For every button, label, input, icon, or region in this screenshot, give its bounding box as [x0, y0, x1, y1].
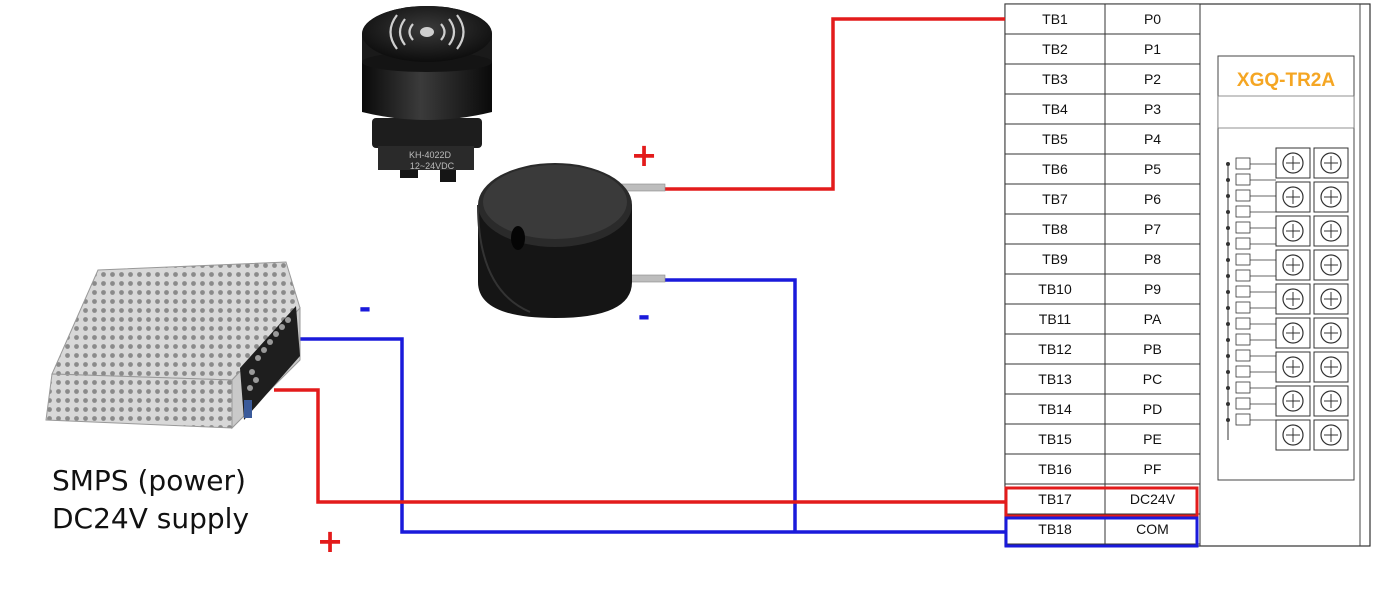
terminal-pin: P7 — [1144, 221, 1161, 237]
terminal-pin: P9 — [1144, 281, 1161, 297]
terminal-id: TB17 — [1038, 491, 1072, 507]
screw-icon — [1282, 152, 1304, 174]
terminal-row: TB9 P8 — [1004, 243, 1201, 275]
tb17-highlight-box — [1004, 486, 1199, 518]
terminal-pin: P3 — [1144, 101, 1161, 117]
terminal-id: TB7 — [1042, 191, 1068, 207]
terminal-row: TB1 P0 — [1004, 3, 1201, 35]
terminal-pin: P4 — [1144, 131, 1161, 147]
terminal-id: TB13 — [1038, 371, 1072, 387]
smps-power-supply — [45, 261, 301, 430]
screw-icon — [1320, 220, 1342, 242]
screw-icon — [1320, 322, 1342, 344]
piezo-buzzer — [477, 163, 666, 318]
buzzer-positive-sign: + — [631, 136, 658, 174]
terminal-row: TB12 PB — [1004, 333, 1201, 365]
terminal-pin: DC24V — [1130, 491, 1176, 507]
module-name: XGQ-TR2A — [1237, 70, 1335, 91]
terminal-id: TB5 — [1042, 131, 1068, 147]
wire-buzzer-positive — [663, 17, 1005, 191]
terminal-id: TB2 — [1042, 41, 1068, 57]
screw-icon — [1320, 186, 1342, 208]
screw-icon — [1320, 390, 1342, 412]
screw-icon — [1282, 424, 1304, 446]
terminal-row: TB13 PC — [1004, 363, 1201, 395]
terminal-pin: PF — [1144, 461, 1162, 477]
terminal-id: TB11 — [1039, 311, 1072, 327]
terminal-row: TB16 PF — [1004, 453, 1201, 485]
terminal-row: TB11 PA — [1004, 303, 1201, 335]
screw-icon — [1282, 254, 1304, 276]
terminal-row: TB3 P2 — [1004, 63, 1201, 95]
sound-wave-icon — [389, 14, 465, 50]
screw-icon — [1320, 288, 1342, 310]
terminal-id: TB6 — [1042, 161, 1068, 177]
terminal-row: TB14 PD — [1004, 393, 1201, 425]
terminal-id: TB3 — [1042, 71, 1068, 87]
terminal-pin: COM — [1136, 521, 1169, 537]
terminal-id: TB4 — [1042, 101, 1068, 117]
screw-icon — [1282, 220, 1304, 242]
terminal-id: TB18 — [1038, 521, 1072, 537]
signal-buzzer-module: KH-4022D 12~24VDC — [362, 6, 492, 182]
wire-smps-negative — [296, 337, 1005, 534]
terminal-pin: P8 — [1144, 251, 1161, 267]
wire-smps-positive — [274, 388, 1005, 504]
terminal-id: TB1 — [1042, 11, 1068, 27]
terminal-id: TB15 — [1038, 431, 1072, 447]
wire-buzzer-negative — [663, 278, 797, 532]
smps-label: SMPS (power) DC24V supply — [52, 462, 249, 538]
terminal-id: TB16 — [1038, 461, 1072, 477]
terminal-row: TB6 P5 — [1004, 153, 1201, 185]
buzzer-module-rating: 12~24VDC — [410, 161, 455, 171]
terminal-id: TB8 — [1042, 221, 1068, 237]
smps-label-line1: SMPS (power) — [52, 464, 246, 497]
terminal-id: TB10 — [1038, 281, 1072, 297]
screw-icon — [1320, 254, 1342, 276]
terminal-id: TB12 — [1038, 341, 1072, 357]
screw-icon — [1282, 356, 1304, 378]
smps-negative-sign: - — [359, 291, 371, 326]
buzzer-module-model: KH-4022D — [409, 150, 452, 160]
terminal-pin: P0 — [1144, 11, 1161, 27]
terminal-pin: PA — [1144, 311, 1162, 327]
screw-icon — [1320, 424, 1342, 446]
terminal-row: TB7 P6 — [1004, 183, 1201, 215]
terminal-row: TB5 P4 — [1004, 123, 1201, 155]
screw-icon — [1282, 288, 1304, 310]
screw-icon — [1282, 186, 1304, 208]
screw-icon — [1282, 322, 1304, 344]
screw-icon — [1320, 356, 1342, 378]
wires — [274, 17, 1005, 534]
terminal-pin: PD — [1143, 401, 1162, 417]
terminal-id: TB9 — [1042, 251, 1068, 267]
smps-positive-sign: + — [317, 522, 344, 560]
terminal-pin: PB — [1143, 341, 1162, 357]
terminal-pin: PC — [1143, 371, 1162, 387]
screw-icon — [1282, 390, 1304, 412]
terminal-pin: PE — [1143, 431, 1162, 447]
terminal-row: TB8 P7 — [1004, 213, 1201, 245]
terminal-pin: P2 — [1144, 71, 1161, 87]
buzzer-negative-sign: - — [638, 299, 650, 334]
terminal-id: TB14 — [1038, 401, 1072, 417]
terminal-row: TB2 P1 — [1004, 33, 1201, 65]
module-terminal-strip — [1226, 147, 1349, 451]
smps-label-line2: DC24V supply — [52, 502, 250, 535]
terminal-row: TB10 P9 — [1004, 273, 1201, 305]
screw-icon — [1320, 152, 1342, 174]
terminal-row: TB15 PE — [1004, 423, 1201, 455]
terminal-pin: P1 — [1144, 41, 1161, 57]
terminal-pin: P6 — [1144, 191, 1161, 207]
tb18-highlight-box — [1004, 516, 1199, 548]
terminal-row: TB4 P3 — [1004, 93, 1201, 125]
terminal-pin: P5 — [1144, 161, 1161, 177]
